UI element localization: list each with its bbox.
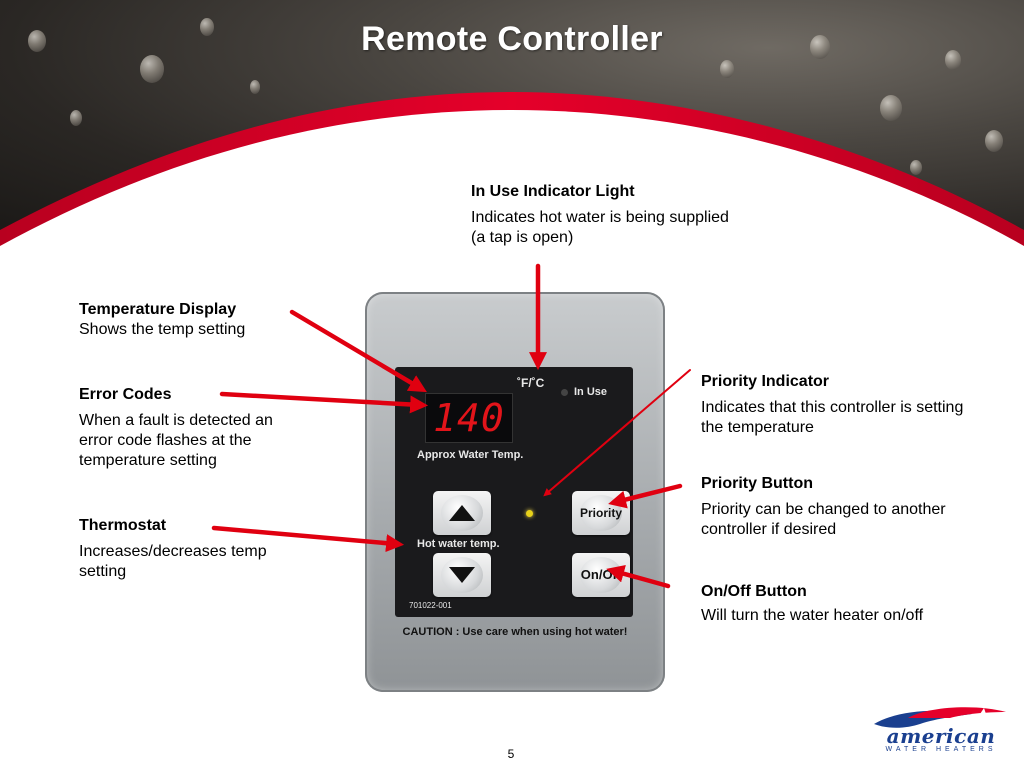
label-title: Error Codes [79, 386, 172, 403]
label-onoff-button: On/Off Button Will turn the water heater… [701, 582, 1001, 626]
priority-led [526, 510, 533, 517]
label-priority-button: Priority Button Priority can be changed … [701, 474, 961, 540]
water-drop [985, 130, 1003, 152]
eagle-icon [874, 707, 1006, 728]
water-drop [945, 50, 961, 70]
page-title: Remote Controller [361, 20, 663, 58]
priority-button-label: Priority [579, 506, 622, 520]
label-desc: Will turn the water heater on/off [701, 607, 924, 624]
model-number: 701022-001 [409, 601, 452, 610]
controller-face-panel: ˚F/˚C In Use 140 Approx Water Temp. Hot … [395, 367, 633, 617]
logo-word: american [886, 724, 996, 748]
temp-down-button[interactable] [433, 553, 491, 597]
water-drop [910, 160, 922, 175]
label-title: In Use Indicator Light [471, 183, 635, 200]
water-drop [720, 60, 734, 78]
label-error-codes: Error Codes When a fault is detected an … [79, 385, 299, 471]
water-drop [200, 18, 214, 36]
onoff-button[interactable]: On/Off [572, 553, 630, 597]
unit-label: ˚F/˚C [517, 376, 545, 390]
label-in-use: In Use Indicator Light Indicates hot wat… [471, 182, 761, 248]
triangle-down-icon [449, 567, 475, 583]
label-title: Priority Button [701, 475, 813, 492]
label-title: Thermostat [79, 517, 167, 534]
display-caption: Approx Water Temp. [417, 449, 524, 461]
label-temp-display: Temperature Display Shows the temp setti… [79, 300, 309, 340]
label-desc: Shows the temp setting [79, 321, 246, 338]
american-water-heaters-logo: american WATER HEATERS [868, 704, 1010, 756]
triangle-up-icon [449, 505, 475, 521]
water-drop [140, 55, 164, 83]
caution-text: CAUTION : Use care when using hot water! [402, 626, 628, 638]
label-title: On/Off Button [701, 583, 807, 600]
page-number: 5 [507, 747, 515, 761]
remote-controller-device: ˚F/˚C In Use 140 Approx Water Temp. Hot … [365, 292, 665, 692]
water-drop [70, 110, 82, 126]
label-thermostat: Thermostat Increases/decreases temp sett… [79, 516, 279, 582]
onoff-button-label: On/Off [580, 567, 622, 582]
water-drop [810, 35, 830, 59]
in-use-label: In Use [574, 386, 608, 398]
temp-up-button[interactable] [433, 491, 491, 535]
label-desc: Increases/decreases temp setting [79, 543, 267, 580]
water-drop [880, 95, 902, 121]
logo-tagline: WATER HEATERS [885, 746, 997, 753]
header-swoosh [0, 92, 1024, 250]
label-desc: Priority can be changed to another contr… [701, 501, 946, 538]
label-desc: Indicates that this controller is settin… [701, 399, 964, 436]
water-drop [250, 80, 260, 94]
label-priority-indicator: Priority Indicator Indicates that this c… [701, 372, 981, 438]
label-desc: Indicates hot water is being supplied (a… [471, 209, 729, 246]
water-drop [28, 30, 46, 52]
in-use-led [561, 389, 568, 396]
label-title: Priority Indicator [701, 373, 830, 390]
priority-button[interactable]: Priority [572, 491, 630, 535]
temperature-lcd: 140 [425, 393, 513, 443]
hot-water-label: Hot water temp. [417, 538, 500, 550]
label-desc: When a fault is detected an error code f… [79, 412, 273, 469]
label-title: Temperature Display [79, 301, 237, 318]
